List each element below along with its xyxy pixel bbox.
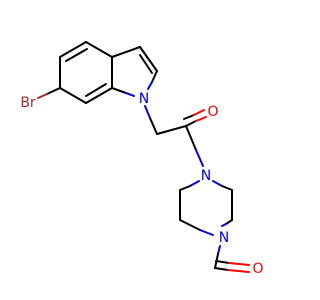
bond-c2-nbottom-carbon	[179, 219, 201, 231]
bond-c6-c1	[85, 41, 113, 58]
bond-c7-c8	[139, 46, 158, 72]
bond-aromatic-inner-1	[65, 48, 88, 62]
bond-c7-c8-double	[139, 54, 153, 74]
bond-n-ch2-carbon	[149, 117, 158, 135]
atom-label-bromine: Br	[20, 95, 36, 111]
bond-ntop-c3-carbon	[221, 185, 233, 191]
carbon-bonds	[59, 41, 233, 221]
bond-c4-c5	[85, 87, 113, 104]
nitrogen-bonds	[111, 70, 233, 269]
bond-n-ch2-nitrogen	[144, 105, 151, 119]
bromine-bonds	[37, 87, 61, 99]
bond-c4-nbottom-carbon	[225, 219, 233, 225]
bond-c8-n-indole-carbon	[151, 70, 158, 83]
bond-aromatic-inner-2	[85, 83, 107, 97]
bond-c5-n-indole-carbon	[111, 87, 127, 94]
bond-c3-c4	[59, 87, 87, 104]
bond-carbonyl-n-nitrogen	[195, 149, 204, 167]
atom-label-indole-nitrogen: N	[139, 91, 149, 107]
bond-carbonyl-n-carbon	[185, 125, 197, 151]
molecule-canvas: Br N O N N O	[20, 41, 264, 277]
bond-formyl-oxygen-b	[228, 262, 250, 266]
bond-c8-n-indole-nitrogen	[147, 81, 153, 90]
bond-c3-br-bromine	[37, 93, 48, 99]
bond-c6-c7	[111, 46, 141, 58]
bond-ketone-oxygen-a	[195, 116, 207, 122]
bond-ntop-c1-nitrogen	[189, 180, 200, 187]
atom-label-piperazine-top-nitrogen: N	[201, 168, 211, 184]
bond-ketone-carbon-a	[185, 120, 197, 127]
bond-c3-br-carbon	[46, 87, 61, 95]
atom-labels: Br N O N N O	[20, 91, 263, 277]
bond-ketone-carbon-b	[183, 114, 195, 120]
bond-formyl-oxygen-a	[227, 269, 250, 273]
bond-c2-nbottom-nitrogen	[199, 229, 214, 236]
bond-ntop-c1-carbon	[179, 185, 191, 191]
bond-ch2-carbonyl	[156, 125, 187, 135]
bond-formyl-carbon-b	[215, 260, 230, 264]
oxygen-bonds	[183, 109, 250, 273]
bond-c4-nbottom-nitrogen	[221, 223, 227, 227]
bond-nbottom-formyl-nitrogen	[217, 245, 221, 255]
bond-ketone-oxygen-b	[193, 109, 205, 116]
bond-formyl-carbon-a	[214, 267, 229, 271]
atom-label-formyl-oxygen: O	[252, 261, 263, 277]
molecule-structure-diagram: Br N O N N O	[20, 41, 264, 277]
bond-ntop-c3-nitrogen	[212, 180, 223, 187]
atom-label-ketone-oxygen: O	[207, 104, 218, 120]
atom-label-piperazine-bottom-nitrogen: N	[219, 230, 229, 246]
bond-c1-c2	[59, 41, 87, 58]
bond-c5-n-indole-nitrogen	[125, 92, 135, 97]
